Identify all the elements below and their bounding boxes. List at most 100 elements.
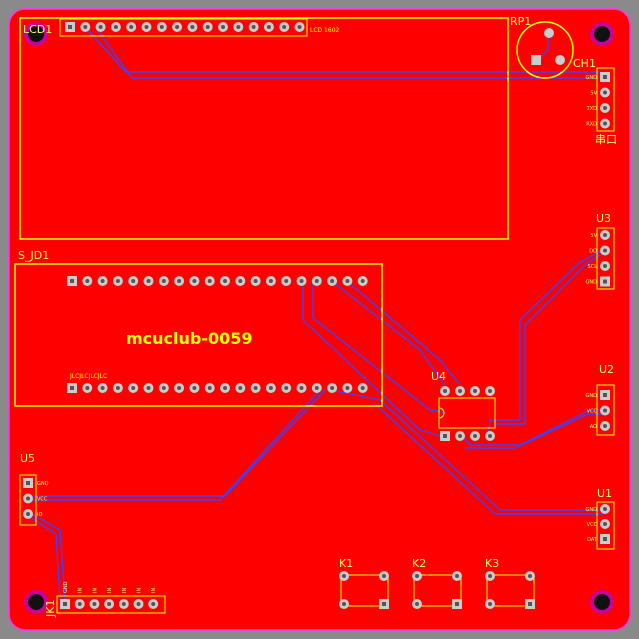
pad-hole bbox=[330, 386, 335, 390]
pin-label: GND bbox=[37, 481, 49, 487]
rp1-pad bbox=[555, 55, 565, 65]
pin-label: VCC bbox=[587, 522, 598, 528]
pad-hole bbox=[77, 602, 82, 606]
pad-hole bbox=[146, 279, 151, 283]
pin-label: IN bbox=[122, 588, 128, 593]
pad-hole bbox=[528, 574, 532, 578]
lcd-name-label: LCD 1602 bbox=[310, 27, 340, 34]
pad-hole bbox=[68, 25, 72, 29]
pad-hole bbox=[488, 389, 492, 393]
pad-hole bbox=[70, 386, 74, 390]
pad-hole bbox=[330, 279, 335, 283]
ch1-ref-label: CH1 bbox=[573, 57, 596, 70]
pad-hole bbox=[192, 386, 197, 390]
pad-hole bbox=[488, 602, 492, 606]
pad-hole bbox=[382, 602, 386, 606]
pad-hole bbox=[70, 279, 74, 283]
pad-hole bbox=[268, 386, 273, 390]
pad-hole bbox=[85, 279, 90, 283]
pad-hole bbox=[253, 386, 258, 390]
u3-header bbox=[596, 227, 615, 290]
u2-header bbox=[596, 384, 615, 436]
pad-hole bbox=[360, 279, 365, 283]
pin-label: GND bbox=[586, 393, 598, 399]
pad-hole bbox=[92, 602, 97, 606]
copper-traces bbox=[27, 27, 605, 601]
pad-hole bbox=[223, 279, 227, 283]
rp1-outline bbox=[516, 21, 574, 79]
pad-hole bbox=[151, 602, 156, 606]
pad-hole bbox=[251, 25, 256, 29]
key-label: K1 bbox=[339, 557, 353, 570]
pad-hole bbox=[603, 522, 607, 526]
mounting-holes bbox=[24, 22, 614, 614]
pad-hole bbox=[175, 25, 180, 29]
pad-hole bbox=[161, 386, 166, 390]
u1-header bbox=[596, 501, 615, 550]
pad-hole bbox=[488, 434, 492, 438]
pin-label: GND bbox=[586, 75, 598, 81]
key-switches: K1 K2 K3 bbox=[339, 557, 535, 609]
pad-hole bbox=[238, 386, 243, 390]
u1-ref-label: U1 bbox=[597, 487, 612, 500]
lcd-header bbox=[59, 18, 308, 37]
pad-hole bbox=[415, 574, 419, 578]
pad-hole bbox=[284, 279, 289, 283]
pad-hole bbox=[63, 602, 67, 606]
pad-hole bbox=[121, 602, 126, 606]
pad-hole bbox=[146, 386, 151, 390]
pad-hole bbox=[297, 25, 302, 29]
pin-label: GND bbox=[63, 581, 69, 593]
pad-hole bbox=[100, 386, 105, 390]
pad-hole bbox=[282, 25, 287, 29]
pin-label: VCC bbox=[37, 497, 48, 503]
pad-hole bbox=[603, 106, 607, 110]
sjd1-outline bbox=[14, 263, 383, 407]
pin-label: DAT bbox=[587, 537, 598, 543]
pad-hole bbox=[345, 386, 350, 390]
rp1-pad bbox=[531, 55, 541, 65]
pad-hole bbox=[26, 496, 30, 501]
pad-hole bbox=[458, 389, 462, 393]
u4-notch bbox=[438, 407, 445, 419]
pad-hole bbox=[299, 279, 304, 283]
key-outline bbox=[486, 574, 535, 607]
pad-hole bbox=[314, 279, 319, 283]
pad-hole bbox=[177, 386, 182, 390]
key-label: K3 bbox=[485, 557, 499, 570]
pin-label: RXD bbox=[586, 122, 597, 128]
pin-label: DO bbox=[589, 249, 597, 255]
pad-hole bbox=[113, 25, 118, 29]
rp1-ref-label: RP1 bbox=[510, 15, 531, 28]
key-k2: K2 bbox=[412, 557, 462, 609]
pad-hole bbox=[360, 386, 365, 390]
pad-hole bbox=[415, 602, 419, 606]
pin-label: VCC bbox=[587, 409, 598, 415]
ch1-header bbox=[596, 67, 615, 132]
key-label: K2 bbox=[412, 557, 426, 570]
pad-hole bbox=[284, 386, 289, 390]
pad-hole bbox=[266, 25, 271, 29]
pad-hole bbox=[603, 233, 607, 237]
pin-label: IN bbox=[78, 588, 84, 593]
pad-hole bbox=[98, 25, 103, 29]
pad-hole bbox=[26, 512, 30, 516]
pad-hole bbox=[107, 602, 112, 606]
pad-hole bbox=[253, 279, 258, 283]
pad-hole bbox=[603, 507, 607, 511]
jlc-marker-text: JLCJLCJLCJLC bbox=[69, 373, 107, 380]
pad-hole bbox=[345, 279, 350, 283]
pad-hole bbox=[603, 393, 607, 397]
pin-label: GND bbox=[586, 507, 598, 513]
pin-label: TXD bbox=[586, 106, 597, 112]
sjd1-bottom-pins bbox=[67, 383, 368, 393]
pad-hole bbox=[443, 389, 447, 393]
pad-hole bbox=[603, 121, 607, 126]
pad-hole bbox=[190, 25, 195, 29]
pad-hole bbox=[223, 386, 227, 390]
pad-hole bbox=[455, 574, 459, 578]
pad-hole bbox=[603, 408, 607, 413]
